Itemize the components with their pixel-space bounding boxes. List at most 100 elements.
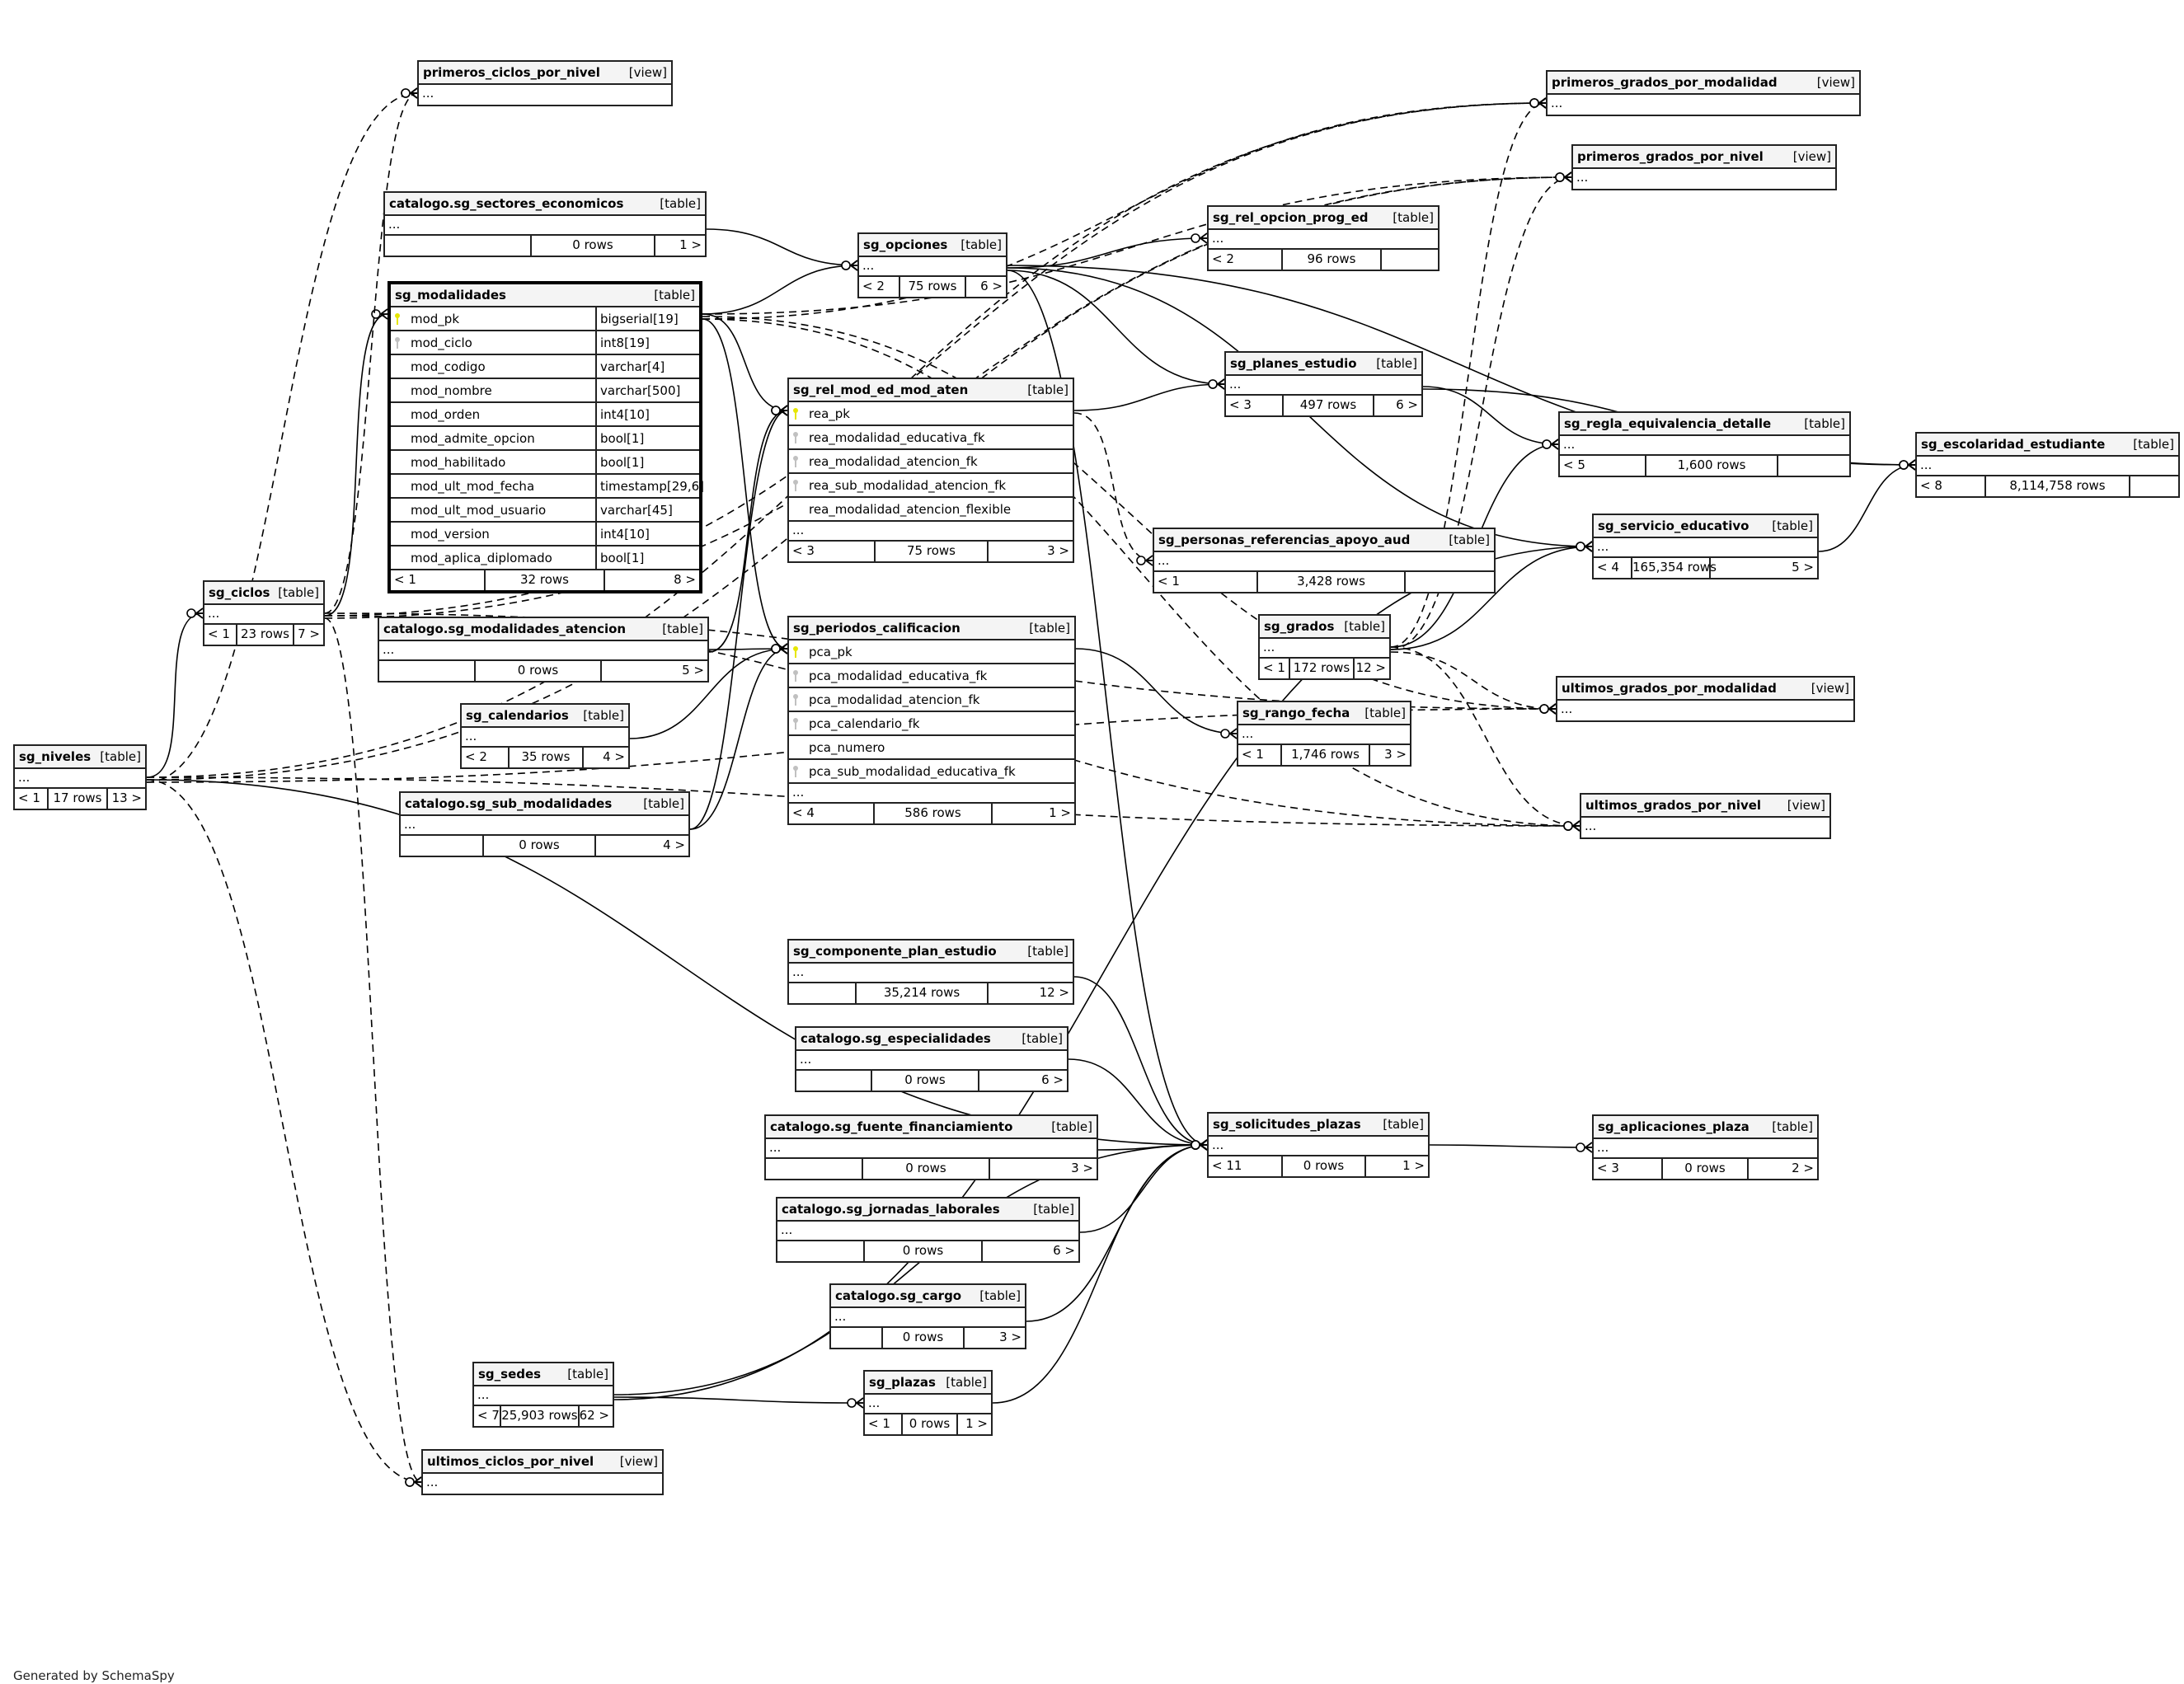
- more-columns[interactable]: ...: [789, 964, 1073, 983]
- more-columns[interactable]: ...: [204, 605, 323, 625]
- column-row[interactable]: pca_calendario_fk: [789, 712, 1074, 736]
- table-name[interactable]: sg_escolaridad_estudiante: [1921, 437, 2106, 452]
- column-row[interactable]: pca_sub_modalidad_educativa_fk: [789, 760, 1074, 784]
- parents-link[interactable]: < 1: [1260, 659, 1290, 678]
- table-header[interactable]: catalogo.sg_fuente_financiamiento[table]: [766, 1116, 1097, 1139]
- table-name[interactable]: primeros_grados_por_modalidad: [1552, 75, 1778, 90]
- table-header[interactable]: sg_modalidades[table]: [391, 284, 699, 307]
- children-link[interactable]: 12 >: [1039, 985, 1069, 1000]
- table-header[interactable]: catalogo.sg_modalidades_atencion[table]: [379, 618, 707, 641]
- children-link[interactable]: 3 >: [1047, 543, 1069, 558]
- table-name[interactable]: sg_niveles: [19, 749, 92, 764]
- parents-link[interactable]: < 1: [204, 625, 237, 645]
- parents-link[interactable]: < 2: [1209, 250, 1283, 270]
- more-columns[interactable]: ...: [462, 728, 628, 748]
- table-name[interactable]: catalogo.sg_fuente_financiamiento: [770, 1119, 1013, 1134]
- table-header[interactable]: ultimos_ciclos_por_nivel[view]: [423, 1451, 662, 1474]
- parents-link[interactable]: < 2: [859, 277, 900, 297]
- table-name[interactable]: sg_periodos_calificacion: [793, 621, 960, 636]
- more-columns[interactable]: ...: [831, 1308, 1025, 1328]
- more-columns[interactable]: ...: [1260, 639, 1389, 659]
- parents-link[interactable]: [789, 983, 857, 1003]
- parents-link[interactable]: [796, 1071, 872, 1091]
- table-name[interactable]: primeros_grados_por_nivel: [1577, 149, 1764, 164]
- table-header[interactable]: sg_planes_estudio[table]: [1226, 353, 1421, 376]
- children-link[interactable]: 8 >: [674, 572, 696, 587]
- table-name[interactable]: sg_opciones: [863, 237, 948, 252]
- children-link[interactable]: 12 >: [1355, 660, 1386, 675]
- table-header[interactable]: sg_calendarios[table]: [462, 705, 628, 728]
- table-header[interactable]: sg_rel_opcion_prog_ed[table]: [1209, 207, 1438, 230]
- table-name[interactable]: sg_aplicaciones_plaza: [1598, 1119, 1750, 1134]
- table-name[interactable]: catalogo.sg_sectores_economicos: [389, 196, 624, 211]
- children-link[interactable]: 4 >: [603, 749, 625, 764]
- more-columns[interactable]: ...: [859, 257, 1006, 277]
- more-columns[interactable]: ...: [1561, 701, 1573, 716]
- children-link[interactable]: 1 >: [965, 1416, 988, 1431]
- parents-link[interactable]: [766, 1159, 863, 1179]
- parents-link[interactable]: < 4: [1594, 558, 1632, 578]
- table-name[interactable]: sg_planes_estudio: [1230, 356, 1357, 371]
- table-primeros-grados-por-nivel[interactable]: primeros_grados_por_nivel[view]...: [1571, 144, 1837, 190]
- table-name[interactable]: catalogo.sg_modalidades_atencion: [383, 622, 627, 636]
- table-header[interactable]: sg_personas_referencias_apoyo_aud[table]: [1154, 529, 1494, 552]
- table-name[interactable]: sg_sedes: [478, 1367, 542, 1381]
- table-sg-fuente-financiamiento[interactable]: catalogo.sg_fuente_financiamiento[table]…: [764, 1114, 1098, 1180]
- children-link[interactable]: 62 >: [579, 1408, 609, 1423]
- more-columns[interactable]: ...: [777, 1222, 1078, 1241]
- more-columns[interactable]: ...: [789, 522, 1073, 542]
- table-sg-jornadas-laborales[interactable]: catalogo.sg_jornadas_laborales[table]...…: [776, 1197, 1080, 1263]
- table-ultimos-grados-por-modalidad[interactable]: ultimos_grados_por_modalidad[view]...: [1556, 676, 1855, 722]
- table-sg-especialidades[interactable]: catalogo.sg_especialidades[table]...0 ro…: [795, 1026, 1069, 1092]
- column-row[interactable]: pca_modalidad_educativa_fk: [789, 664, 1074, 688]
- table-sg-modalidades-atencion[interactable]: catalogo.sg_modalidades_atencion[table].…: [378, 617, 709, 683]
- more-columns[interactable]: ...: [796, 1051, 1067, 1071]
- column-row[interactable]: rea_modalidad_atencion_fk: [789, 450, 1073, 474]
- children-link[interactable]: 1 >: [679, 237, 702, 252]
- children-link[interactable]: 1 >: [1402, 1158, 1425, 1173]
- parents-link[interactable]: < 11: [1209, 1156, 1283, 1176]
- children-link[interactable]: 6 >: [980, 279, 1003, 293]
- more-columns[interactable]: ...: [401, 816, 688, 836]
- table-header[interactable]: sg_sedes[table]: [474, 1363, 613, 1386]
- children-link[interactable]: 6 >: [1396, 397, 1418, 412]
- table-header[interactable]: primeros_grados_por_modalidad[view]: [1548, 72, 1859, 95]
- table-header[interactable]: sg_aplicaciones_plaza[table]: [1594, 1116, 1817, 1139]
- more-columns[interactable]: ...: [1551, 96, 1563, 110]
- more-columns[interactable]: ...: [1594, 1139, 1817, 1159]
- more-columns[interactable]: ...: [15, 769, 145, 789]
- more-columns[interactable]: ...: [865, 1395, 991, 1414]
- table-name[interactable]: sg_ciclos: [209, 585, 270, 600]
- table-name[interactable]: sg_rel_mod_ed_mod_aten: [793, 382, 969, 397]
- table-sg-regla-equivalencia-detalle[interactable]: sg_regla_equivalencia_detalle[table]...<…: [1558, 411, 1851, 477]
- table-name[interactable]: sg_plazas: [869, 1375, 936, 1390]
- column-row[interactable]: pca_pk: [789, 640, 1074, 664]
- table-header[interactable]: catalogo.sg_jornadas_laborales[table]: [777, 1199, 1078, 1222]
- table-header[interactable]: sg_ciclos[table]: [204, 582, 323, 605]
- table-name[interactable]: sg_calendarios: [466, 708, 569, 723]
- children-link[interactable]: 1 >: [1049, 805, 1071, 820]
- table-header[interactable]: primeros_ciclos_por_nivel[view]: [419, 62, 671, 85]
- parents-link[interactable]: [379, 661, 476, 681]
- parents-link[interactable]: < 5: [1560, 456, 1646, 476]
- more-columns[interactable]: ...: [1238, 725, 1410, 745]
- table-name[interactable]: sg_servicio_educativo: [1598, 518, 1750, 533]
- table-name[interactable]: sg_personas_referencias_apoyo_aud: [1158, 532, 1411, 547]
- parents-link[interactable]: < 2: [462, 748, 510, 767]
